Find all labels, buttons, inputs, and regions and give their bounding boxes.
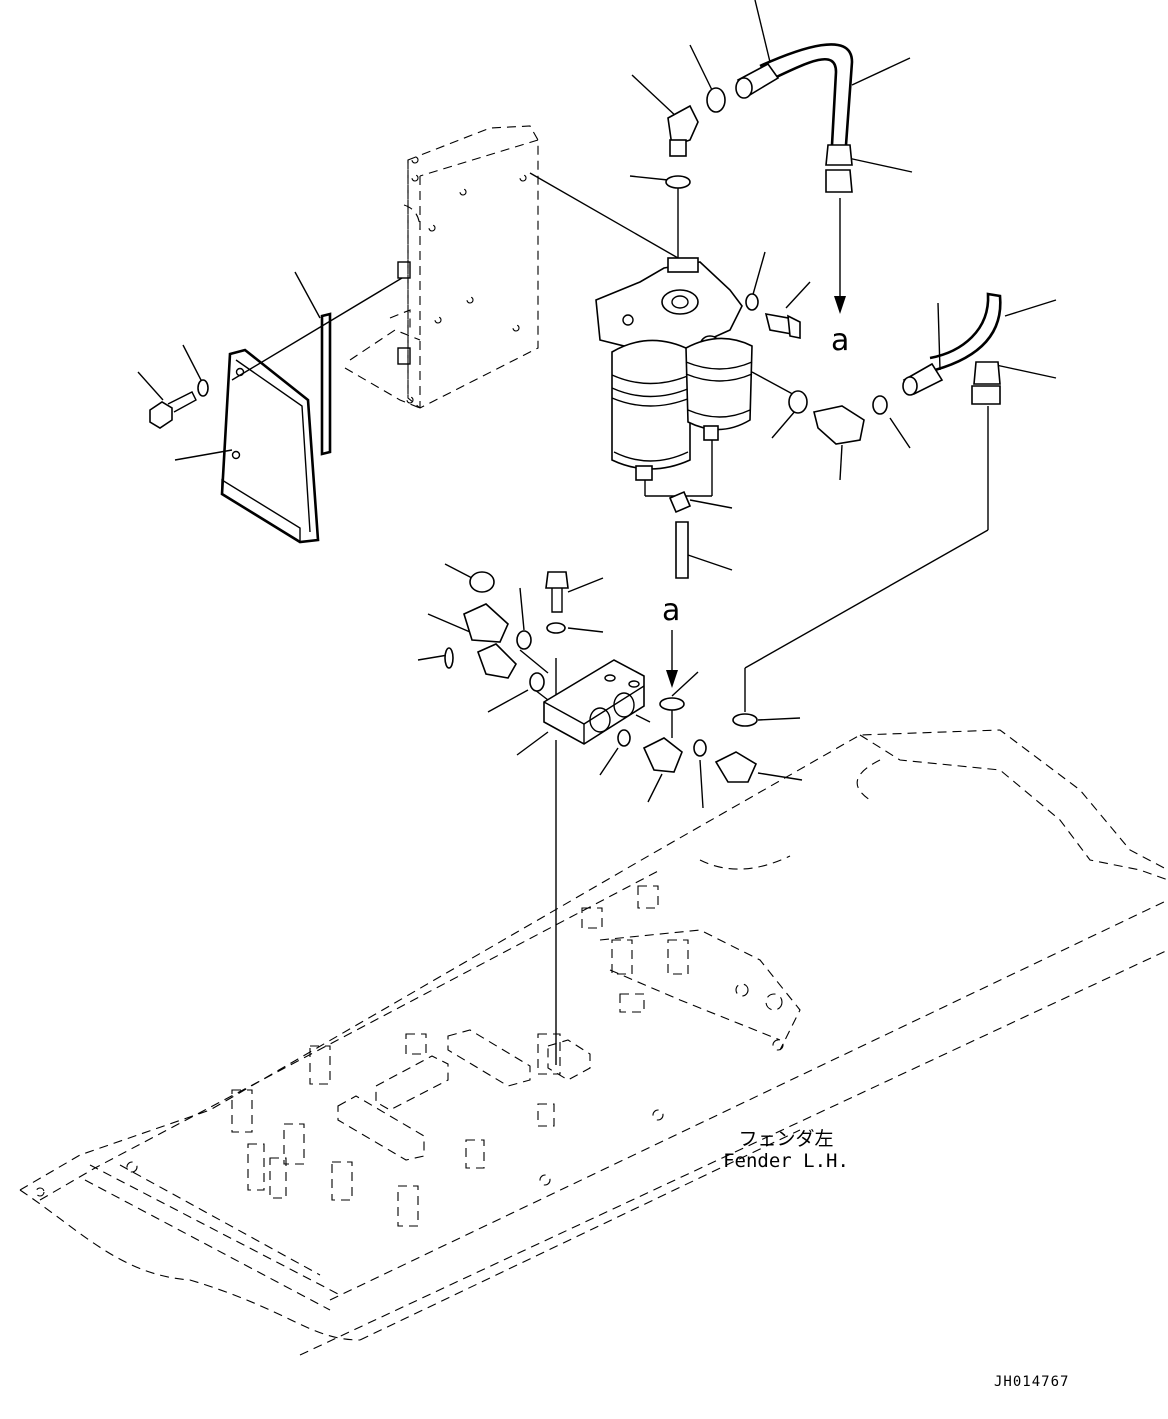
connection-arrows	[666, 198, 846, 688]
elbow-fitting-top	[667, 104, 699, 157]
o-rings-top	[665, 87, 726, 189]
bolt-left	[149, 379, 209, 429]
leader-lines	[137, 0, 1057, 809]
bolt-manifold	[545, 571, 569, 634]
drain-tube	[675, 521, 689, 579]
drain-valve	[668, 490, 692, 514]
fender-label-jp: フェンダ左	[738, 1128, 834, 1150]
elbow-fittings-lower	[642, 737, 758, 783]
elbow-fitting-right	[813, 405, 865, 445]
fuel-filter-assembly	[595, 257, 753, 481]
o-rings-right	[788, 390, 888, 415]
fender-outline	[19, 729, 1168, 1356]
callout-a-bottom: a	[662, 593, 681, 628]
o-rings-manifold	[444, 571, 758, 757]
filter-mount-bolt	[745, 293, 801, 339]
hose-right	[902, 292, 1002, 405]
manifold-block	[543, 659, 645, 745]
fender-label: フェンダ左 Fender L.H.	[706, 1128, 866, 1172]
fender-label-en: Fender L.H.	[723, 1150, 849, 1172]
hose-upper	[735, 43, 854, 193]
rubber-strip	[320, 312, 332, 456]
fender-mounts	[231, 885, 689, 1227]
cover-plate	[220, 348, 320, 544]
straight-fittings-left	[463, 603, 517, 679]
drawing-code: JH014767	[994, 1374, 1070, 1390]
mounting-bracket	[344, 125, 539, 409]
callout-a-top: a	[831, 323, 850, 358]
